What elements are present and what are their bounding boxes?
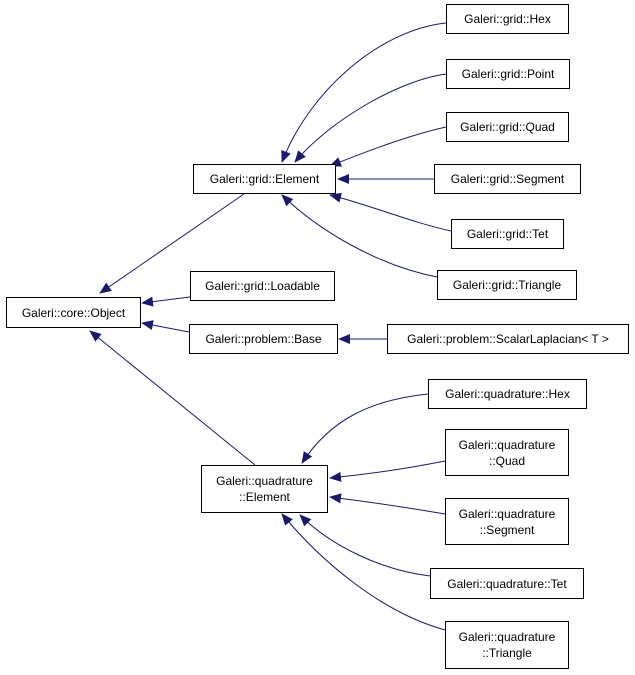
class-node-label: Galeri::quadrature::Hex	[445, 387, 570, 401]
class-node-label: ::Quad	[488, 453, 526, 468]
inherits-edge-grid-point-to-grid-element	[294, 73, 447, 163]
class-node-grid-point[interactable]: Galeri::grid::Point	[446, 59, 570, 89]
class-node-label: Galeri::grid::Element	[209, 172, 320, 186]
inherits-edge-quadrature-element-to-core-object	[89, 330, 256, 466]
class-node-label: Galeri::grid::Hex	[464, 12, 551, 26]
class-node-label: Galeri::grid::Loadable	[205, 279, 320, 293]
class-node-problem-base[interactable]: Galeri::problem::Base	[189, 324, 338, 354]
class-node-core-object[interactable]: Galeri::core::Object	[6, 297, 141, 328]
class-node-label: Galeri::grid::Quad	[460, 120, 555, 134]
class-node-grid-element[interactable]: Galeri::grid::Element	[193, 164, 336, 194]
class-node-label: Galeri::grid::Segment	[450, 172, 565, 186]
inherits-edge-quadrature-quad-to-quadrature-element	[329, 460, 446, 482]
class-node-quadrature-tet[interactable]: Galeri::quadrature::Tet	[430, 568, 584, 599]
class-node-label: Galeri::problem::ScalarLaplacian< T >	[407, 332, 609, 346]
class-node-grid-triangle[interactable]: Galeri::grid::Triangle	[437, 270, 577, 300]
class-node-quadrature-quad[interactable]: Galeri::quadrature::Quad	[445, 429, 569, 476]
class-node-label: Galeri::grid::Triangle	[452, 278, 562, 292]
class-node-label: Galeri::grid::Point	[461, 67, 555, 81]
class-node-label: Galeri::quadrature	[458, 437, 556, 452]
inherits-edge-grid-hex-to-grid-element	[281, 22, 447, 163]
class-node-label: ::Triangle	[482, 646, 532, 660]
class-node-quadrature-hex[interactable]: Galeri::quadrature::Hex	[428, 379, 587, 409]
class-node-label: Galeri::quadrature	[216, 474, 313, 488]
inherits-edge-grid-element-to-core-object	[99, 193, 245, 294]
class-node-grid-tet[interactable]: Galeri::grid::Tet	[451, 219, 564, 249]
class-node-problem-scalarlaplacian[interactable]: Galeri::problem::ScalarLaplacian< T >	[387, 324, 629, 354]
class-node-label: Galeri::quadrature::Tet	[447, 576, 567, 591]
class-node-label: Galeri::problem::Base	[205, 332, 322, 346]
inherits-edge-quadrature-hex-to-quadrature-element	[301, 393, 429, 464]
class-node-label: Galeri::grid::Tet	[466, 227, 549, 241]
class-node-label: ::Segment	[479, 522, 535, 537]
class-node-label: Galeri::core::Object	[21, 305, 126, 320]
class-node-label: Galeri::quadrature	[458, 506, 556, 521]
class-node-grid-hex[interactable]: Galeri::grid::Hex	[446, 4, 569, 34]
class-node-quadrature-triangle[interactable]: Galeri::quadrature::Triangle	[445, 621, 569, 669]
inherits-edge-grid-quad-to-grid-element	[329, 126, 447, 167]
inherits-edge-quadrature-triangle-to-quadrature-element	[281, 513, 446, 631]
class-node-label: ::Element	[239, 490, 290, 504]
inherits-edge-grid-tet-to-grid-element	[329, 192, 452, 232]
class-node-quadrature-element[interactable]: Galeri::quadrature::Element	[201, 465, 328, 513]
inherits-edge-quadrature-segment-to-quadrature-element	[329, 493, 446, 515]
inherits-edge-grid-loadable-to-core-object	[141, 296, 191, 307]
inherits-edge-grid-triangle-to-grid-element	[281, 194, 438, 278]
class-node-label: Galeri::quadrature	[458, 630, 556, 644]
inherits-edge-problem-base-to-core-object	[141, 320, 190, 333]
class-node-grid-loadable[interactable]: Galeri::grid::Loadable	[190, 271, 335, 301]
class-node-grid-quad[interactable]: Galeri::grid::Quad	[446, 112, 569, 142]
class-node-grid-segment[interactable]: Galeri::grid::Segment	[434, 164, 581, 194]
inherits-edge-quadrature-tet-to-quadrature-element	[299, 514, 431, 577]
class-node-quadrature-segment[interactable]: Galeri::quadrature::Segment	[445, 498, 569, 545]
